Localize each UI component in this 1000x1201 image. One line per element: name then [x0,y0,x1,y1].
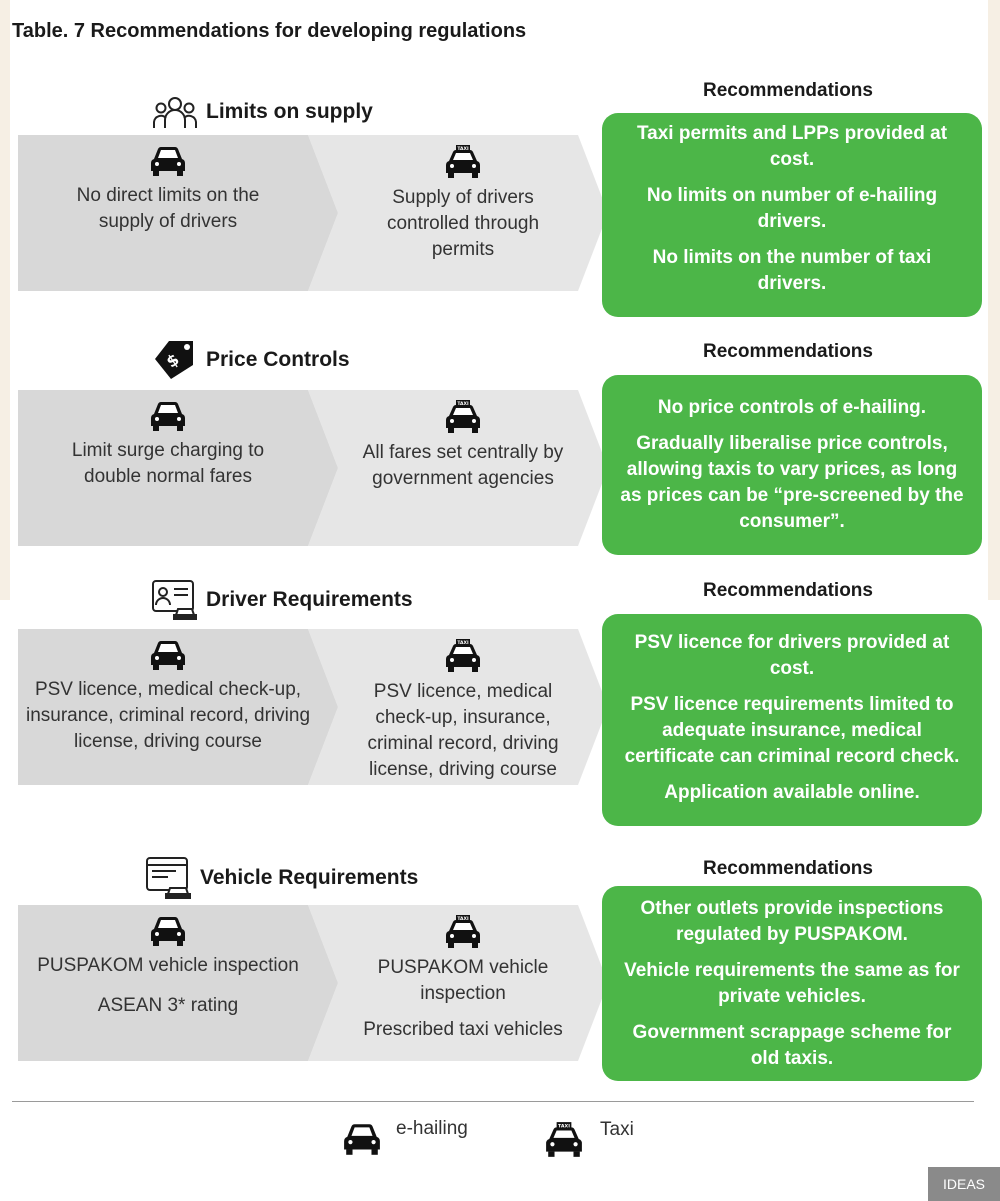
taxi-text: Supply of drivers [392,187,534,208]
taxi-column: TAXI All fares set centrally by governme… [308,400,618,492]
ehailing-car-icon [151,917,185,946]
taxi-spacer [308,1007,618,1017]
section-heading-driver-requirements: Driver Requirements [152,580,413,620]
recommendations-heading: Recommendations [703,580,873,601]
legend-item-ehailing: e-hailing [342,1118,468,1156]
recommendations-heading: Recommendations [703,858,873,879]
recommendation-box-price-controls: No price controls of e-hailing. Graduall… [602,375,982,555]
recommendations-heading: Recommendations [703,341,873,362]
taxi-car-icon: TAXI [546,1122,582,1157]
taxi-sign-text: TAXI [558,1123,570,1129]
chevron-band-shape [18,629,608,785]
recommendation-box-limits-on-supply: Taxi permits and LPPs provided at cost. … [602,113,982,317]
ehailing-text: double normal fares [84,466,252,487]
legend-item-taxi: TAXI Taxi [544,1119,634,1158]
ehailing-text: PUSPAKOM vehicle inspection [37,955,299,976]
recommendation-item: Vehicle requirements the same as for pri… [624,960,960,1007]
taxi-column: TAXI Supply of drivers controlled throug… [308,145,618,263]
ehailing-car-icon [151,402,185,431]
recommendation-item: Gradually liberalise price controls, all… [620,433,964,532]
section-heading-price-controls: $ Price Controls [152,340,350,380]
ehailing-column: PSV licence, medical check-up, insurance… [13,639,323,755]
legend-label-ehailing: e-hailing [396,1118,468,1139]
recommendation-item: No limits on the number of taxi drivers. [652,247,932,294]
table-title: Table. 7 Recommendations for developing … [12,20,527,42]
ehailing-car-icon [344,1124,380,1155]
taxi-text: All fares set centrally by [362,442,564,463]
taxi-text: Prescribed taxi vehicles [363,1019,563,1040]
comparison-band-driver-requirements: PSV licence, medical check-up, insurance… [18,629,608,785]
ehailing-column: Limit surge charging to double normal fa… [18,400,318,490]
taxi-text: criminal record, driving [367,733,559,754]
chevron-band-shape [18,135,608,291]
recommendation-item: Application available online. [664,782,920,803]
taxi-car-icon: TAXI [446,639,480,672]
recommendation-item: Government scrappage scheme for old taxi… [632,1022,952,1069]
ehailing-text: supply of drivers [98,211,238,232]
section-heading-limits-on-supply: Limits on supply [152,92,373,132]
ehailing-car-icon [151,147,185,176]
ehailing-column: No direct limits on the supply of driver… [18,145,318,235]
comparison-band-limits-on-supply: No direct limits on the supply of driver… [18,135,608,291]
section-title: Vehicle Requirements [200,866,419,889]
taxi-text: license, driving course [369,759,557,780]
taxi-text: controlled through [386,213,540,234]
section-heading-vehicle-requirements: Vehicle Requirements [146,857,419,899]
recommendation-item: No price controls of e-hailing. [657,397,927,418]
taxi-sign-text: TAXI [457,401,469,407]
section-title: Price Controls [206,348,350,371]
ehailing-text: ASEAN 3* rating [97,995,239,1016]
ehailing-car-icon [151,641,185,670]
recommendations-heading: Recommendations [703,80,873,101]
chevron-band-shape [18,390,608,546]
taxi-text: check-up, insurance, [375,707,551,728]
legend-label-taxi: Taxi [600,1119,634,1140]
taxi-sign-text: TAXI [457,916,469,922]
ideas-badge: IDEAS [928,1167,1000,1201]
taxi-sign-text: TAXI [457,640,469,646]
recommendation-item: Taxi permits and LPPs provided at cost. [636,123,948,170]
legend-divider [12,1101,974,1102]
ehailing-text: license, driving course [74,731,262,752]
comparison-band-vehicle-requirements: PUSPAKOM vehicle inspection ASEAN 3* rat… [18,905,608,1061]
vehicle-document-icon [146,857,192,899]
section-title: Driver Requirements [206,588,413,611]
ehailing-text: No direct limits on the [76,185,260,206]
taxi-text: PSV licence, medical [373,681,553,702]
taxi-car-icon: TAXI [446,400,480,433]
taxi-column: TAXI PSV licence, medical check-up, insu… [308,639,618,783]
price-tag-icon: $ [152,340,198,380]
recommendation-item: No limits on number of e-hailing drivers… [646,185,938,232]
taxi-column: TAXI PUSPAKOM vehicle inspection Prescri… [308,915,618,1043]
taxi-sign-text: TAXI [457,146,469,152]
taxi-text: inspection [420,983,506,1004]
taxi-text: government agencies [372,468,554,489]
recommendation-box-driver-requirements: PSV licence for drivers provided at cost… [602,614,982,826]
taxi-car-icon: TAXI [446,145,480,178]
recommendation-box-vehicle-requirements: Other outlets provide inspections regula… [602,886,982,1081]
ehailing-spacer [18,979,318,993]
taxi-text: PUSPAKOM vehicle [377,957,549,978]
taxi-car-icon: TAXI [446,915,480,948]
chevron-band-shape [18,905,608,1061]
ehailing-text: insurance, criminal record, driving [25,705,311,726]
ehailing-text: Limit surge charging to [71,440,265,461]
recommendation-item: PSV licence for drivers provided at cost… [634,632,950,679]
comparison-band-price-controls: Limit surge charging to double normal fa… [18,390,608,546]
people-group-icon [152,92,198,132]
taxi-text: permits [431,239,495,260]
recommendation-item: PSV licence requirements limited to adeq… [624,694,960,767]
driver-id-card-icon [152,580,198,620]
section-title: Limits on supply [206,100,373,123]
recommendation-item: Other outlets provide inspections regula… [640,898,944,945]
ehailing-text: PSV licence, medical check-up, [34,679,302,700]
ehailing-column: PUSPAKOM vehicle inspection ASEAN 3* rat… [18,915,318,1019]
